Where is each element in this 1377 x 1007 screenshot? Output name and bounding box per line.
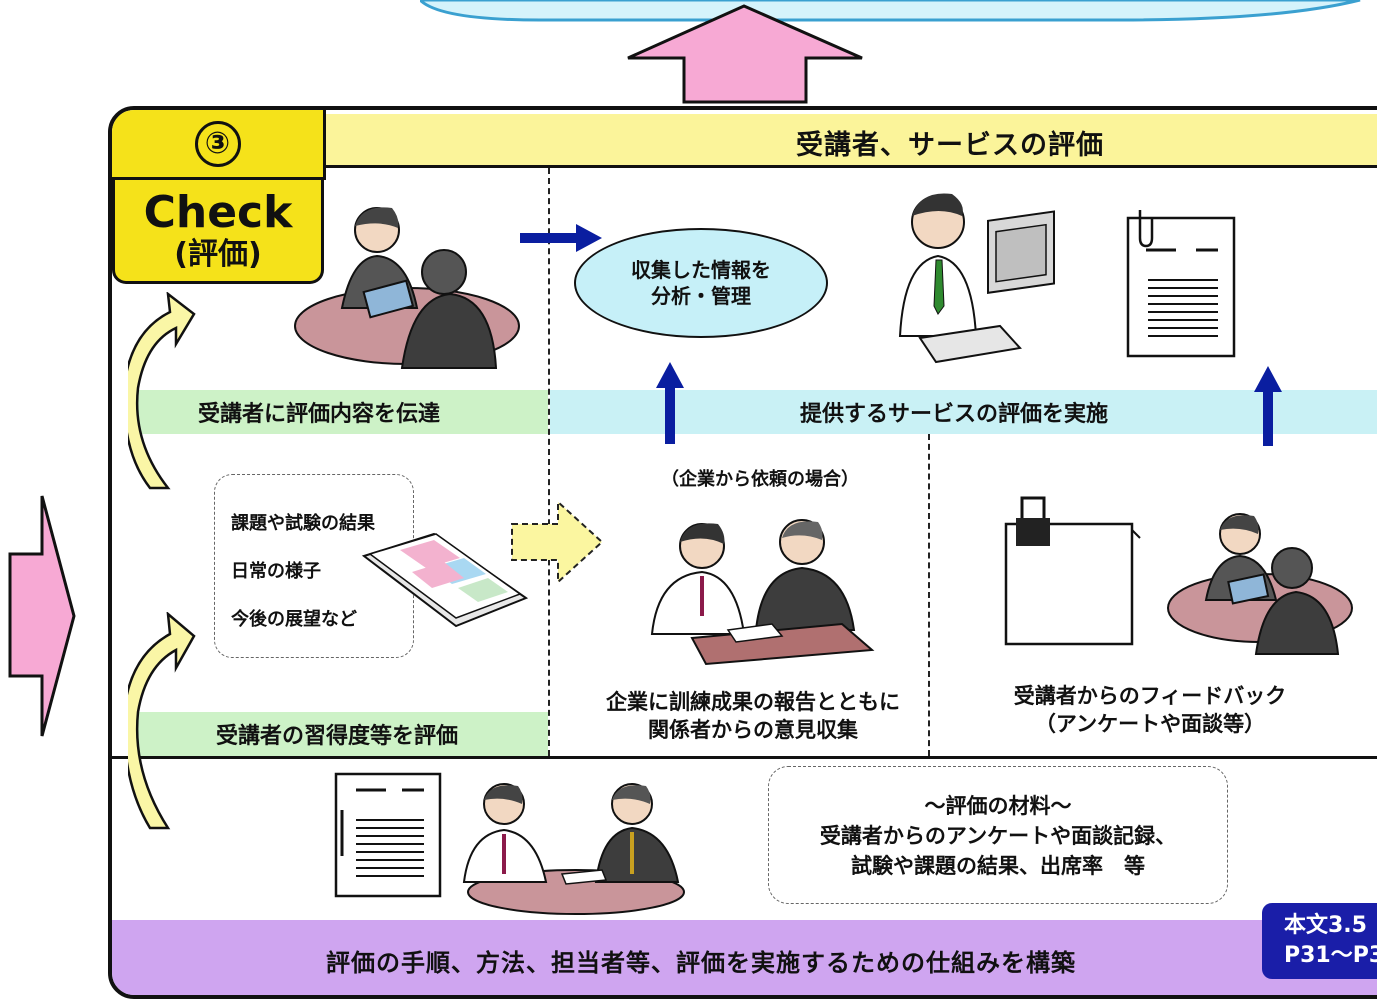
interview-illustration bbox=[462, 783, 685, 915]
pink-up-arrow bbox=[627, 4, 863, 104]
reference-line-1: 本文3.5 bbox=[1284, 913, 1367, 938]
assessment-item: 日常の様子 bbox=[231, 561, 321, 582]
title-bar: 受講者、サービスの評価 bbox=[326, 114, 1377, 168]
pink-right-arrow bbox=[8, 495, 76, 737]
ellipse-line-2: 分析・管理 bbox=[651, 284, 751, 308]
yellow-dashed-arrow bbox=[511, 500, 604, 584]
divider-left bbox=[548, 168, 550, 756]
materials-line-1: 受講者からのアンケートや面談記録、 bbox=[819, 824, 1177, 848]
worker-computer-illustration bbox=[898, 193, 1055, 364]
document-icon-bottom bbox=[334, 772, 442, 898]
evaluation-materials-box: ～評価の材料～ 受講者からのアンケートや面談記録、 試験や課題の結果、出席率 等 bbox=[768, 766, 1228, 904]
top-banner-edge bbox=[420, 0, 1361, 22]
band-convey: 受講者に評価内容を伝達 bbox=[132, 390, 548, 434]
step-number-box: ③ bbox=[112, 110, 326, 180]
band-service-eval-text: 提供するサービスの評価を実施 bbox=[800, 402, 1109, 427]
yellow-curve-arrow-upper bbox=[128, 292, 196, 490]
page-title: 受講者、サービスの評価 bbox=[796, 130, 1104, 161]
meeting-illustration-top bbox=[294, 207, 520, 369]
footer-text: 評価の手順、方法、担当者等、評価を実施するための仕組みを構築 bbox=[326, 948, 1076, 977]
company-caption-line-1: 企業に訓練成果の報告とともに bbox=[606, 690, 900, 714]
assessment-item: 今後の展望など bbox=[231, 609, 357, 630]
assessment-items-box: 課題や試験の結果 日常の様子 今後の展望など bbox=[214, 474, 414, 658]
yellow-curve-arrow-lower bbox=[128, 612, 196, 830]
section-separator bbox=[112, 756, 1377, 759]
assessment-item: 課題や試験の結果 bbox=[231, 513, 375, 534]
papers-stack-illustration bbox=[361, 532, 529, 628]
feedback-caption-line-1: 受講者からのフィードバック bbox=[1013, 684, 1287, 708]
feedback-caption: 受講者からのフィードバック （アンケートや面談等） bbox=[990, 682, 1310, 738]
check-sublabel: (評価) bbox=[174, 237, 262, 272]
materials-line-2: 試験や課題の結果、出席率 等 bbox=[851, 854, 1145, 878]
clipboard-note-illustration bbox=[1004, 496, 1141, 646]
blue-right-arrow bbox=[520, 224, 602, 252]
band-mastery-text: 受講者の習得度等を評価 bbox=[216, 724, 459, 749]
company-case-label: （企業から依頼の場合） bbox=[661, 469, 859, 490]
divider-right bbox=[928, 434, 930, 756]
footer-bar: 評価の手順、方法、担当者等、評価を実施するための仕組みを構築 bbox=[112, 920, 1377, 995]
check-label-box: Check (評価) bbox=[112, 180, 324, 284]
blue-up-arrow-right bbox=[1254, 366, 1282, 446]
check-label: Check bbox=[143, 187, 293, 238]
document-icon-top bbox=[1126, 210, 1236, 358]
ellipse-line-1: 収集した情報を bbox=[631, 258, 771, 282]
reference-line-2: P31～P3 bbox=[1284, 943, 1377, 968]
blue-up-arrow-left bbox=[656, 362, 684, 444]
band-mastery: 受講者の習得度等を評価 bbox=[132, 712, 548, 756]
company-caption: 企業に訓練成果の報告とともに 関係者からの意見収集 bbox=[578, 688, 928, 744]
band-convey-text: 受講者に評価内容を伝達 bbox=[198, 402, 441, 427]
reference-badge: 本文3.5 P31～P3 bbox=[1262, 903, 1377, 979]
feedback-caption-line-2: （アンケートや面談等） bbox=[1034, 712, 1266, 736]
step-number: ③ bbox=[194, 120, 241, 167]
analyze-manage-ellipse: 収集した情報を 分析・管理 bbox=[574, 228, 828, 338]
feedback-meeting-illustration bbox=[1167, 513, 1353, 655]
materials-title: ～評価の材料～ bbox=[924, 794, 1072, 818]
company-caption-line-2: 関係者からの意見収集 bbox=[648, 718, 858, 742]
band-service-eval: 提供するサービスの評価を実施 bbox=[550, 390, 1377, 434]
company-meeting-illustration bbox=[650, 519, 875, 666]
